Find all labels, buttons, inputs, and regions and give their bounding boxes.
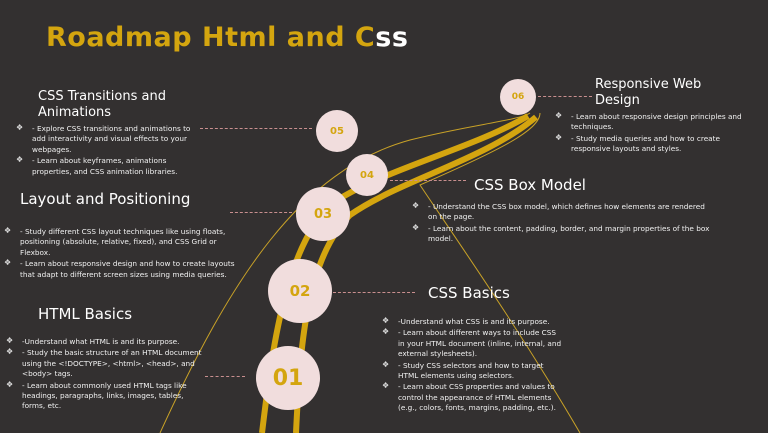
diamond-bullet-icon: ❖ xyxy=(412,201,420,210)
diamond-bullet-icon: ❖ xyxy=(412,222,420,232)
bullet-text: - Learn about the content, padding, bord… xyxy=(428,223,710,244)
connector-06 xyxy=(538,96,592,97)
diamond-bullet-icon: ❖ xyxy=(382,316,390,325)
diamond-bullet-icon: ❖ xyxy=(382,381,390,391)
page-title: Roadmap Html and Css xyxy=(46,22,408,53)
bullet-text: - Learn about commonly used HTML tags li… xyxy=(22,380,187,411)
diamond-bullet-icon: ❖ xyxy=(555,132,563,142)
diamond-bullet-icon: ❖ xyxy=(16,123,24,132)
bullet-text: -Understand what CSS is and its purpose. xyxy=(398,317,550,326)
list-item: ❖ - Learn about keyframes, animations pro… xyxy=(16,155,198,177)
list-item: ❖ - Learn about the content, padding, bor… xyxy=(412,222,712,245)
bullet-text: - Learn about responsive design and how … xyxy=(20,259,235,279)
step-title-02: CSS Basics xyxy=(428,284,510,302)
list-item: ❖ - Study different CSS layout techniques… xyxy=(4,226,244,258)
list-item: ❖ - Learn about commonly used HTML tags l… xyxy=(6,379,206,412)
list-item: ❖ - Study the basic structure of an HTML … xyxy=(6,347,206,379)
step-bullets-01: ❖ -Understand what HTML is and its purpos… xyxy=(6,336,206,413)
connector-05 xyxy=(200,128,312,129)
step-circle-02[interactable]: 02 xyxy=(268,259,332,323)
bullet-text: - Study the basic structure of an HTML d… xyxy=(22,348,202,379)
list-item: ❖ - Learn about responsive design princip… xyxy=(555,111,761,133)
connector-01 xyxy=(205,376,245,377)
bullet-text: - Understand the CSS box model, which de… xyxy=(428,202,705,222)
step-bullets-06: ❖ - Learn about responsive design princip… xyxy=(555,111,761,156)
step-bullets-04: ❖ - Understand the CSS box model, which d… xyxy=(412,201,712,246)
step-circle-01[interactable]: 01 xyxy=(256,346,320,410)
list-item: ❖ - Learn about responsive design and how… xyxy=(4,258,244,280)
bullet-text: - Study CSS selectors and how to target … xyxy=(398,360,544,381)
step-title-04: CSS Box Model xyxy=(474,176,586,194)
bullet-text: - Learn about keyframes, animations prop… xyxy=(32,156,178,176)
bullet-text: - Explore CSS transitions and animations… xyxy=(32,124,191,154)
connector-04 xyxy=(390,180,466,181)
diamond-bullet-icon: ❖ xyxy=(382,359,390,369)
list-item: ❖ - Study media queries and how to create… xyxy=(555,132,761,155)
bullet-text: - Learn about different ways to include … xyxy=(398,328,562,359)
step-title-03: Layout and Positioning xyxy=(20,190,191,208)
bullet-text: - Learn about CSS properties and values … xyxy=(398,382,556,413)
diamond-bullet-icon: ❖ xyxy=(6,336,14,345)
step-circle-06[interactable]: 06 xyxy=(500,79,536,115)
list-item: ❖ - Learn about different ways to include… xyxy=(382,327,562,359)
bullet-text: - Study media queries and how to create … xyxy=(571,133,721,154)
step-bullets-05: ❖ - Explore CSS transitions and animation… xyxy=(16,123,198,178)
list-item: ❖ - Learn about CSS properties and values… xyxy=(382,381,562,413)
diamond-bullet-icon: ❖ xyxy=(4,258,12,268)
step-number-04: 04 xyxy=(360,169,374,181)
diamond-bullet-icon: ❖ xyxy=(16,155,24,165)
step-number-01: 01 xyxy=(272,365,304,391)
diamond-bullet-icon: ❖ xyxy=(6,379,14,389)
connector-02 xyxy=(333,292,415,293)
list-item: ❖ - Explore CSS transitions and animation… xyxy=(16,123,198,155)
step-title-06: Responsive Web Design xyxy=(595,77,702,108)
step-title-01: HTML Basics xyxy=(38,305,133,323)
diamond-bullet-icon: ❖ xyxy=(555,111,563,120)
list-item: ❖ -Understand what CSS is and its purpose… xyxy=(382,316,562,327)
connector-03 xyxy=(230,212,292,213)
step-bullets-03: ❖ - Study different CSS layout techniques… xyxy=(4,226,244,281)
diamond-bullet-icon: ❖ xyxy=(6,347,14,357)
step-number-02: 02 xyxy=(289,282,311,300)
list-item: ❖ - Understand the CSS box model, which d… xyxy=(412,201,712,223)
step-circle-03[interactable]: 03 xyxy=(296,187,350,241)
step-number-05: 05 xyxy=(330,125,344,137)
diamond-bullet-icon: ❖ xyxy=(382,327,390,337)
title-gold-part: Roadmap Html and C xyxy=(46,22,376,53)
road-outer-line-right xyxy=(419,112,581,433)
step-title-05: CSS Transitions and Animations xyxy=(38,89,166,120)
step-number-06: 06 xyxy=(511,92,525,102)
step-number-03: 03 xyxy=(313,206,333,222)
bullet-text: -Understand what HTML is and its purpose… xyxy=(22,337,180,346)
list-item: ❖ - Study CSS selectors and how to target… xyxy=(382,359,562,382)
step-circle-04[interactable]: 04 xyxy=(346,154,388,196)
step-bullets-02: ❖ -Understand what CSS is and its purpose… xyxy=(382,316,562,415)
bullet-text: - Study different CSS layout techniques … xyxy=(20,227,226,257)
list-item: ❖ -Understand what HTML is and its purpos… xyxy=(6,336,206,347)
diamond-bullet-icon: ❖ xyxy=(4,226,12,235)
title-white-part: ss xyxy=(375,22,409,53)
step-circle-05[interactable]: 05 xyxy=(316,110,358,152)
bullet-text: - Learn about responsive design principl… xyxy=(571,112,742,132)
